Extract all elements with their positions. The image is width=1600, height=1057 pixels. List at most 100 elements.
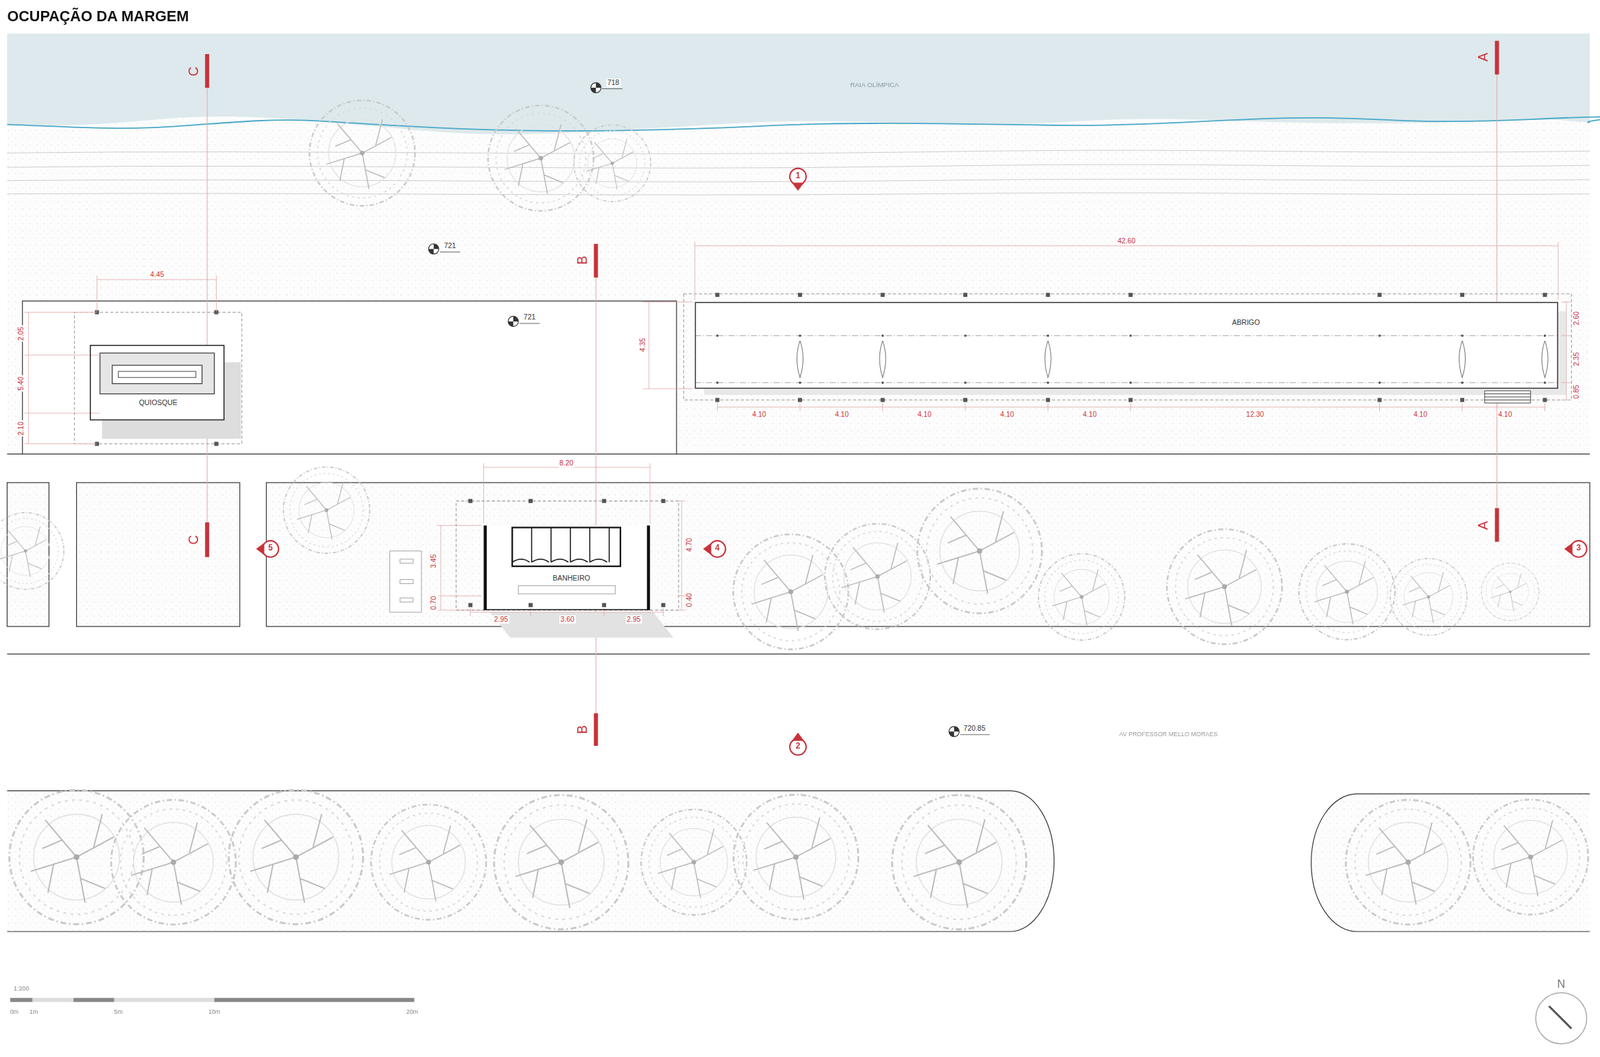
level-mark: 718	[605, 78, 620, 87]
sink-bench	[518, 585, 615, 594]
water-band: RAIA OLÍMPICA	[6, 33, 1590, 128]
contour-line	[6, 150, 1590, 154]
tree	[309, 100, 415, 206]
dimension-text: 4.10	[916, 410, 933, 419]
dimension-line	[436, 463, 686, 617]
tree	[733, 794, 859, 920]
shape-label: BANHEIRO	[551, 574, 591, 583]
section-line	[1496, 74, 1498, 509]
toilet-ground	[483, 525, 651, 611]
callout-number: 5	[267, 544, 275, 554]
dimension-text: 0.85	[1572, 383, 1581, 400]
callout-pointer	[1564, 542, 1573, 556]
contour-line	[6, 164, 1590, 168]
dimension-text: 0.70	[429, 595, 438, 611]
shelter-ground	[695, 302, 1559, 390]
tree	[494, 795, 629, 930]
scale-text: 0m	[8, 1009, 20, 1016]
dimension-text: 5.40	[17, 375, 26, 392]
tree	[0, 512, 64, 590]
dimension-text: 12.30	[1244, 410, 1265, 419]
level-marks	[428, 82, 990, 737]
tree	[1345, 800, 1471, 925]
dimension-text: 2.10	[17, 420, 26, 437]
roof-outline	[74, 311, 242, 444]
kiosk-counter	[112, 365, 203, 384]
median-strip	[6, 791, 1054, 932]
scale-text: 1:200	[13, 985, 31, 992]
shape-label: RAIA OLÍMPICA	[849, 80, 901, 89]
callout-circle	[709, 540, 726, 558]
section-line	[595, 277, 597, 714]
trees	[0, 100, 1589, 929]
section-letter: B	[575, 723, 590, 735]
tree	[488, 105, 594, 212]
callout-number: 2	[794, 742, 802, 752]
tree	[573, 124, 651, 202]
tree	[283, 466, 370, 554]
callout-number: 4	[714, 544, 722, 554]
dimension-line	[24, 275, 217, 445]
dimension-text: 2.05	[17, 325, 26, 342]
dimension-text: 2.60	[1572, 310, 1581, 327]
roof-outline	[683, 294, 1572, 401]
dimension-text: 8.20	[558, 459, 574, 467]
callout-number: 1	[794, 172, 802, 181]
level-mark: 721	[522, 313, 537, 321]
dimension-text: 3.45	[429, 553, 438, 569]
section-marker	[593, 712, 598, 746]
dimension-text: 4.35	[638, 336, 647, 353]
median-strip	[1311, 793, 1590, 932]
columns	[714, 292, 1547, 402]
axis-line	[695, 335, 1559, 383]
street-name: AV PROFESSOR MELLO MORAES	[1118, 731, 1219, 739]
scale-text: 1m	[28, 1009, 39, 1016]
dimension-text: 4.10	[1412, 410, 1428, 419]
callout-circle	[789, 738, 807, 756]
ground-texture	[6, 33, 1590, 454]
callout-pointer	[256, 542, 265, 556]
callout-circle	[1570, 540, 1587, 558]
section-marker	[1495, 41, 1500, 75]
tree	[891, 795, 1027, 930]
level-mark: 721	[442, 241, 457, 250]
dimension-text: 2.35	[1572, 350, 1581, 367]
tree	[1473, 799, 1589, 915]
callout-pointer	[791, 732, 805, 742]
north-arrow	[1535, 992, 1587, 1044]
tree	[9, 789, 144, 925]
bench	[390, 551, 422, 613]
shelter-drawing	[643, 241, 1572, 412]
dimension-text: 4.10	[999, 410, 1016, 419]
scale-text: 10m	[207, 1009, 221, 1016]
toilet-drawing	[390, 463, 687, 639]
contour-line	[6, 192, 1590, 195]
shape-label: QUIOSQUE	[137, 398, 179, 407]
dimension-text: 4.70	[686, 536, 694, 553]
level-mark: 720.85	[962, 724, 987, 733]
roof-outline	[455, 501, 678, 611]
tree	[1299, 543, 1396, 640]
tree	[111, 800, 236, 925]
water	[6, 33, 1590, 135]
scale-bar	[10, 998, 415, 1003]
ground	[6, 33, 1600, 932]
tree	[228, 789, 364, 925]
tree	[917, 488, 1042, 614]
shelter-box: ABRIGO	[695, 302, 1559, 390]
platform	[22, 300, 677, 454]
shape-label: ABRIGO	[1231, 318, 1262, 327]
tree	[370, 804, 487, 920]
view-callouts	[256, 168, 1587, 756]
section-letter: A	[1476, 520, 1492, 532]
dimension-text: 0.40	[686, 592, 694, 609]
tree	[1166, 529, 1282, 645]
dimension-text: 2.95	[625, 615, 642, 624]
scale-text: 20m	[405, 1009, 419, 1016]
callout-pointer	[791, 182, 805, 191]
kiosk-counter	[118, 371, 197, 378]
tree	[1390, 558, 1468, 636]
planting-strip	[76, 482, 240, 627]
columns	[468, 499, 665, 608]
